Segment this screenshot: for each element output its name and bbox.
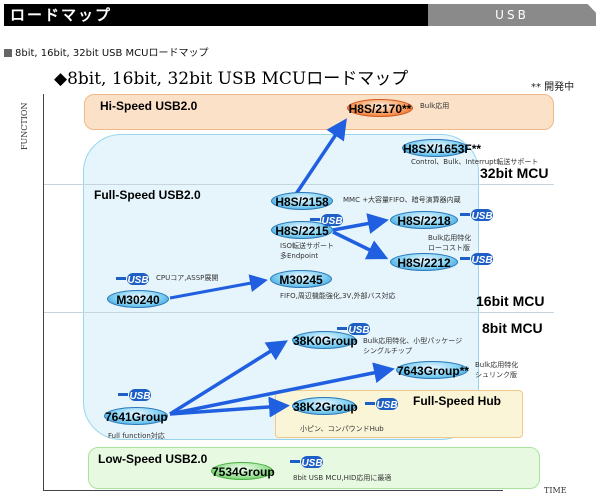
svg-text:USB: USB bbox=[129, 391, 150, 401]
chip-m30240[interactable]: M30240 bbox=[107, 290, 169, 308]
usb-logo-icon: USB bbox=[310, 211, 344, 227]
region-low-speed-title: Low-Speed USB2.0 bbox=[98, 452, 208, 466]
svg-text:USB: USB bbox=[321, 216, 342, 226]
page-title: ロードマップ bbox=[10, 6, 113, 24]
chip-h8s-2218[interactable]: H8S/2218 bbox=[390, 211, 458, 229]
note-h8sx-1653f: Control、Bulk、Interrupt転送サポート bbox=[411, 158, 539, 166]
usb-logo-icon: USB bbox=[365, 395, 399, 411]
usb-logo-icon: USB bbox=[116, 270, 150, 286]
usb-logo-icon: USB bbox=[460, 250, 494, 266]
note-m30240: CPUコア,ASSP展開 bbox=[156, 274, 219, 282]
arrow-m30240-to-m30245 bbox=[169, 274, 268, 300]
mcu-16bit-label: 16bit MCU bbox=[476, 293, 545, 309]
y-axis bbox=[43, 94, 44, 491]
region-low-speed bbox=[88, 447, 540, 489]
category-tab-label[interactable]: USB bbox=[495, 8, 529, 22]
svg-text:USB: USB bbox=[127, 275, 148, 285]
arrow-2158-to-2170 bbox=[294, 118, 347, 195]
arrow-7641-to-38k2 bbox=[169, 396, 290, 418]
usb-logo-icon: USB bbox=[118, 386, 152, 402]
note-38k2: 小ピン、コンパウンドHub bbox=[300, 425, 384, 433]
legend-note: ** 開発中 bbox=[531, 82, 575, 93]
category-tab[interactable] bbox=[428, 4, 596, 26]
note-m30245: FIFO,周辺機能強化,3V,外部バス対応 bbox=[280, 292, 396, 300]
note-h8s-2215-a: ISO転送サポート bbox=[280, 242, 335, 250]
note-7643-a: Bulk応用特化 bbox=[475, 361, 519, 369]
chip-h8s-2215[interactable]: H8S/2215 bbox=[271, 221, 333, 239]
chip-h8s-2158[interactable]: H8S/2158 bbox=[271, 192, 333, 210]
x-axis-label: TIME bbox=[544, 486, 567, 495]
svg-text:USB: USB bbox=[376, 400, 397, 410]
subheading-text: 8bit, 16bit, 32bit USB MCUロードマップ bbox=[15, 48, 209, 59]
arrow-7641-to-38k0 bbox=[169, 340, 288, 416]
region-full-speed bbox=[83, 134, 479, 440]
chip-38k2-group[interactable]: 38K2Group bbox=[292, 397, 358, 415]
svg-text:USB: USB bbox=[301, 458, 322, 468]
region-hi-speed bbox=[84, 94, 554, 130]
chip-38k0-group[interactable]: 38K0Group bbox=[292, 331, 358, 349]
note-h8s-2158: MMC +大容量FIFO、暗号演算器内蔵 bbox=[343, 196, 461, 204]
svg-text:USB: USB bbox=[471, 211, 492, 221]
square-bullet-icon bbox=[4, 49, 12, 57]
region-hi-speed-title: Hi-Speed USB2.0 bbox=[100, 99, 198, 113]
note-7534: 8bit USB MCU,HID応用に最適 bbox=[293, 474, 392, 482]
note-h8s-2170: Bulk応用 bbox=[420, 102, 450, 110]
arrow-7641-to-7643 bbox=[169, 362, 395, 416]
chip-7534-group[interactable]: 7534Group bbox=[211, 462, 275, 480]
x-axis bbox=[43, 490, 503, 491]
note-h8s-2215-b: 多Endpoint bbox=[280, 252, 319, 260]
note-h8s-2218-b: ローコスト版 bbox=[428, 244, 470, 252]
svg-text:USB: USB bbox=[348, 325, 369, 335]
chip-h8s-2170[interactable]: H8S/2170** bbox=[347, 99, 413, 117]
section-subheading: 8bit, 16bit, 32bit USB MCUロードマップ bbox=[4, 44, 208, 59]
chip-7641-group[interactable]: 7641Group bbox=[104, 407, 168, 425]
note-38k0-a: Bulk応用特化、小型パッケージ bbox=[363, 337, 463, 345]
mcu-32bit-label: 32bit MCU bbox=[480, 165, 549, 181]
region-hub-title: Full-Speed Hub bbox=[413, 394, 501, 408]
diagram-title: ◆8bit, 16bit, 32bit USB MCUロードマップ bbox=[54, 69, 409, 89]
mcu-8bit-label: 8bit MCU bbox=[482, 320, 543, 336]
usb-logo-icon: USB bbox=[290, 453, 324, 469]
chip-7643-group[interactable]: 7643Group** bbox=[396, 361, 469, 379]
note-38k0-b: シングルチップ bbox=[363, 347, 412, 355]
usb-logo-icon: USB bbox=[460, 206, 494, 222]
chip-h8sx-1653f[interactable]: H8SX/1653F** bbox=[402, 139, 481, 157]
arrow-2215-to-2212 bbox=[332, 230, 389, 260]
region-full-speed-title: Full-Speed USB2.0 bbox=[94, 188, 201, 202]
chip-m30245[interactable]: M30245 bbox=[270, 270, 332, 288]
arrow-2215-to-2218 bbox=[332, 213, 389, 234]
divider-16-8 bbox=[44, 312, 554, 313]
note-7641: Full function対応 bbox=[108, 432, 165, 440]
note-7643-b: シュリンク版 bbox=[475, 371, 517, 379]
svg-text:USB: USB bbox=[471, 255, 492, 265]
note-h8s-2218-a: Bulk応用特化 bbox=[428, 234, 472, 242]
chip-h8s-2212[interactable]: H8S/2212 bbox=[390, 253, 458, 271]
usb-logo-icon: USB bbox=[337, 320, 371, 336]
header-bar bbox=[4, 4, 512, 26]
divider-32-16 bbox=[44, 184, 554, 185]
